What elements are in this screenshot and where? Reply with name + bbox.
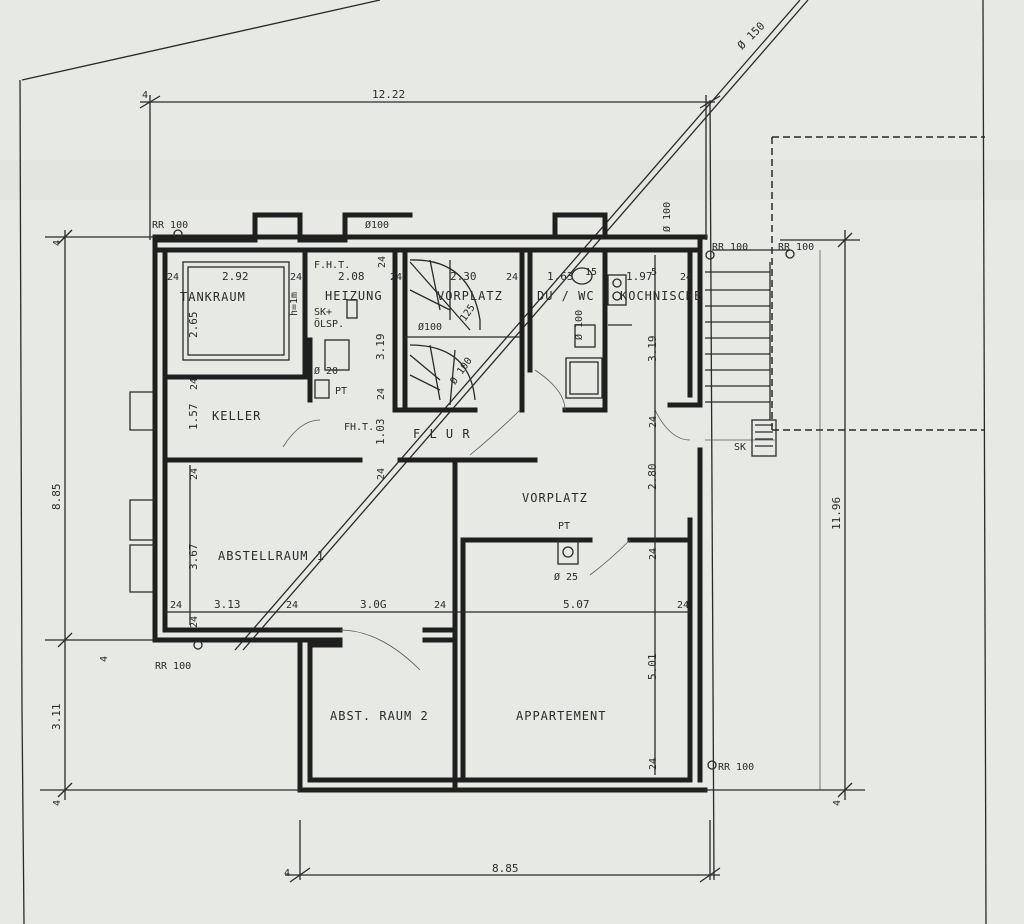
dim-wall-24: 24 <box>377 256 388 268</box>
dim-wall-24: 24 <box>189 378 200 390</box>
annotation-fht-flur: FH.T. <box>344 422 374 433</box>
dim-wall-4: 4 <box>99 656 110 662</box>
dim-wall-15: 15 <box>585 267 597 278</box>
dim-flur-height: 1.03 <box>374 419 387 446</box>
dim-wall-24: 24 <box>189 616 200 628</box>
pipe-diameter-label-20: Ø 20 <box>314 365 338 377</box>
dim-wall-24: 24 <box>677 600 689 611</box>
dim-wall-24: 24 <box>648 416 659 428</box>
site-boundary <box>19 0 987 924</box>
dim-wall-4: 4 <box>52 240 63 246</box>
dim-heizung-height: 3.19 <box>374 334 387 361</box>
entrance-steps <box>705 262 777 457</box>
dim-abst1-height: 3.67 <box>187 544 200 571</box>
dim-wall-24: 24 <box>390 272 402 283</box>
dim-right-total: 11.96 <box>830 497 843 530</box>
dim-top-total: 12.22 <box>372 88 405 101</box>
annotation-pt-heizung: PT <box>335 386 347 397</box>
dim-wall-24: 24 <box>506 272 518 283</box>
dim-wall-4: 4 <box>284 868 290 879</box>
dim-heizung-width: 2.08 <box>338 270 365 283</box>
dim-koch-width: 1.97 <box>626 270 653 283</box>
dim-du-width: 1.63 <box>547 270 574 283</box>
room-label-abst-raum-2: ABST. RAUM 2 <box>330 709 429 723</box>
dim-wall-4: 4 <box>52 800 63 806</box>
dim-bottom-total: 8.85 <box>492 862 519 875</box>
dimension-lines <box>40 95 865 883</box>
dim-wall-4: 4 <box>832 800 843 806</box>
heating-unit <box>324 339 350 371</box>
rain-pipe-label-top-left: RR 100 <box>152 220 188 231</box>
room-label-kochnische: KOCHNISCHE <box>620 289 702 303</box>
dim-left-total: 8.85 <box>50 484 63 511</box>
dim-tank-width: 2.92 <box>222 270 249 283</box>
room-label-du-wc: DU / WC <box>537 289 595 303</box>
room-label-tankraum: TANKRAUM <box>180 290 246 304</box>
dim-left-lower: 3.11 <box>50 704 63 731</box>
rain-pipes <box>173 229 795 770</box>
dim-wall-24: 24 <box>189 468 200 480</box>
rain-pipe-label-bottom-left: RR 100 <box>155 661 191 672</box>
dim-wall-24: 24 <box>648 548 659 560</box>
pipe-diameter-label-100-top: Ø100 <box>365 219 389 231</box>
annotation-sk: SK+ <box>314 307 332 318</box>
dim-wall-24: 24 <box>167 272 179 283</box>
paper-fold-band <box>0 160 1024 200</box>
dim-wall-24: 24 <box>434 600 446 611</box>
annotation-fht-heizung: F.H.T. <box>314 260 350 271</box>
dim-app-height: 5.01 <box>646 654 659 681</box>
oil-tank-inner <box>187 266 285 356</box>
room-label-flur: F L U R <box>413 427 471 441</box>
dim-wall-24: 24 <box>376 468 387 480</box>
dim-wall-5: 5 <box>651 267 657 278</box>
dim-mid-width: 3.0G <box>360 598 387 611</box>
oil-storage-unit <box>346 299 358 319</box>
pipe-diameter-label-100-wc: Ø 100 <box>573 310 585 340</box>
dim-wall-24: 24 <box>376 388 387 400</box>
dim-wall-24: 24 <box>648 758 659 770</box>
room-label-vorplatz-top: VORPLATZ <box>437 289 503 303</box>
dim-wall-24: 24 <box>680 272 692 283</box>
door-swings <box>282 369 691 671</box>
dim-abst1-width: 3.13 <box>214 598 241 611</box>
kitchen-sink <box>607 274 632 326</box>
pipe-diameter-label-100-right: Ø 100 <box>661 202 673 232</box>
annotation-sk-entrance: SK <box>734 442 746 453</box>
room-label-abstellraum-1: ABSTELLRAUM 1 <box>218 549 325 563</box>
annotation-oil-storage: ÖLSP. <box>314 317 344 330</box>
pipe-diameter-label-100-stair: Ø100 <box>418 321 442 333</box>
dim-wall-4: 4 <box>142 90 148 101</box>
dim-tank-height: 2.65 <box>187 312 200 339</box>
chimney-flue <box>562 546 574 558</box>
bathroom-fixtures <box>565 267 603 399</box>
room-label-appartement: APPARTEMENT <box>516 709 606 723</box>
pipe-diameter-label-25: Ø 25 <box>554 571 578 583</box>
terrace-outline <box>705 136 985 790</box>
rain-pipe-label-top-right: RR 100 <box>778 242 814 253</box>
annotation-height-1m: h=1m <box>289 292 300 316</box>
dim-vorplatz-height: 2.80 <box>646 464 659 491</box>
room-label-keller: KELLER <box>212 409 261 423</box>
chimney-pt <box>557 539 579 565</box>
heating-boiler <box>314 379 330 399</box>
rain-pipe-label-bottom-right: RR 100 <box>718 762 754 773</box>
rain-pipe-label-top-mid: RR 100 <box>712 242 748 253</box>
room-label-heizung: HEIZUNG <box>325 289 383 303</box>
spiral-staircase <box>405 259 520 406</box>
dim-wall-24: 24 <box>290 272 302 283</box>
oil-tank <box>182 261 290 361</box>
internal-walls <box>162 247 703 793</box>
dim-wall-24: 24 <box>170 600 182 611</box>
annotation-pt-chimney: PT <box>558 521 570 532</box>
outer-walls <box>129 212 708 793</box>
dim-keller-height: 1.57 <box>187 404 200 431</box>
dim-wall-24: 24 <box>286 600 298 611</box>
dim-vorplatz-width: 2.30 <box>450 270 477 283</box>
room-label-vorplatz-mid: VORPLATZ <box>522 491 588 505</box>
dim-koch-height: 3.19 <box>646 336 659 363</box>
dim-app-width: 5.07 <box>563 598 590 611</box>
